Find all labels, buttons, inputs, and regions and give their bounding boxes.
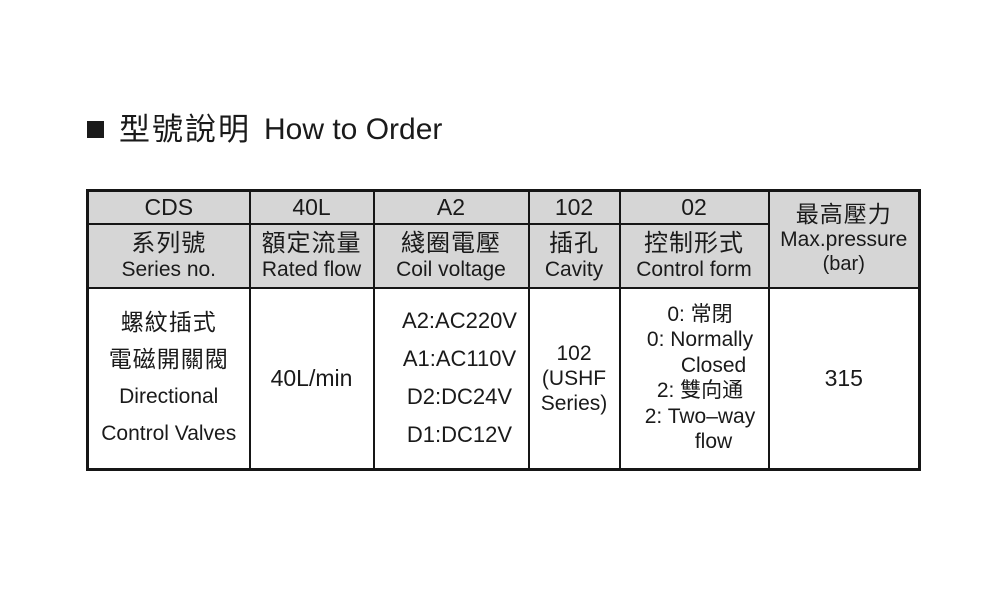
label-control-zh: 控制形式 xyxy=(644,229,744,257)
control-option: 0: Normally xyxy=(646,328,754,352)
label-control-en: Control form xyxy=(636,257,752,281)
cell-label-cavity: 插孔 Cavity xyxy=(527,222,621,289)
label-series-zh: 系列號 xyxy=(131,229,207,257)
code-flow: 40L xyxy=(292,193,331,220)
cell-code-control: 02 xyxy=(618,189,770,225)
code-cavity: 102 xyxy=(554,193,594,220)
series-line: Control Valves xyxy=(101,422,237,446)
label-cavity-en: Cavity xyxy=(544,257,604,281)
cell-max-pressure-body: 315 xyxy=(767,286,921,471)
control-option: flow xyxy=(694,430,733,454)
voltage-option: A2:AC220V xyxy=(402,308,517,334)
cell-rated-flow-body: 40L/min xyxy=(248,286,375,471)
how-to-order-table: CDS 40L A2 102 02 最高壓力 Max.pressure (bar… xyxy=(86,189,921,471)
cell-series-body: 螺紋插式 電磁開關閥 Directional Control Valves xyxy=(86,286,251,471)
control-option: 2: Two–way xyxy=(644,404,756,428)
cell-label-series: 系列號 Series no. xyxy=(86,222,251,289)
cell-label-voltage: 綫圈電壓 Coil voltage xyxy=(372,222,530,289)
label-series-en: Series no. xyxy=(121,257,217,281)
rated-flow-value: 40L/min xyxy=(270,364,353,391)
cell-code-voltage: A2 xyxy=(372,189,530,225)
cell-code-cavity: 102 xyxy=(527,189,621,225)
series-line: 電磁開關閥 xyxy=(108,346,229,373)
control-option: 0: 常閉 xyxy=(667,302,733,326)
max-pressure-label-en: Max.pressure xyxy=(780,228,908,252)
series-line: 螺紋插式 xyxy=(120,309,217,336)
cell-max-pressure-header: 最高壓力 Max.pressure (bar) xyxy=(767,189,921,289)
body-row: 螺紋插式 電磁開關閥 Directional Control Valves 40… xyxy=(86,286,921,471)
label-row: 系列號 Series no. 額定流量 Rated flow 綫圈電壓 Coil… xyxy=(86,222,920,289)
cavity-line: Series) xyxy=(540,391,608,415)
code-series: CDS xyxy=(144,193,194,220)
label-voltage-en: Coil voltage xyxy=(396,257,506,281)
cavity-line: 102 xyxy=(556,341,592,365)
cell-label-flow: 額定流量 Rated flow xyxy=(248,222,375,289)
label-flow-en: Rated flow xyxy=(261,257,362,281)
section-title: 型號說明 How to Order xyxy=(87,114,442,145)
cell-control-body: 0: 常閉 0: Normally Closed 2: 雙向通 2: Two–w… xyxy=(618,286,770,471)
voltage-option: D1:DC12V xyxy=(406,422,513,448)
label-flow-zh: 額定流量 xyxy=(261,229,362,257)
section-title-en: How to Order xyxy=(264,112,443,146)
cell-label-control: 控制形式 Control form xyxy=(618,222,770,289)
max-pressure-unit: (bar) xyxy=(822,253,865,276)
label-voltage-zh: 綫圈電壓 xyxy=(401,229,501,257)
cavity-line: (USHF xyxy=(541,366,607,390)
code-row: CDS 40L A2 102 02 最高壓力 Max.pressure (bar… xyxy=(86,189,921,289)
control-option: Closed xyxy=(680,353,747,377)
label-cavity-zh: 插孔 xyxy=(549,229,599,257)
cell-code-series: CDS xyxy=(86,189,251,225)
cell-cavity-body: 102 (USHF Series) xyxy=(527,286,621,471)
square-bullet-icon xyxy=(87,121,104,138)
series-line: Directional xyxy=(119,385,219,409)
max-pressure-label-zh: 最高壓力 xyxy=(795,201,892,228)
voltage-option: A1:AC110V xyxy=(402,346,517,372)
section-title-zh: 型號說明 xyxy=(119,112,251,147)
control-option: 2: 雙向通 xyxy=(656,379,744,403)
max-pressure-value: 315 xyxy=(824,364,863,391)
code-control: 02 xyxy=(681,193,707,220)
cell-code-flow: 40L xyxy=(248,189,375,225)
cell-voltage-body: A2:AC220V A1:AC110V D2:DC24V D1:DC12V xyxy=(372,286,530,471)
code-voltage: A2 xyxy=(436,193,466,220)
voltage-option: D2:DC24V xyxy=(406,384,513,410)
